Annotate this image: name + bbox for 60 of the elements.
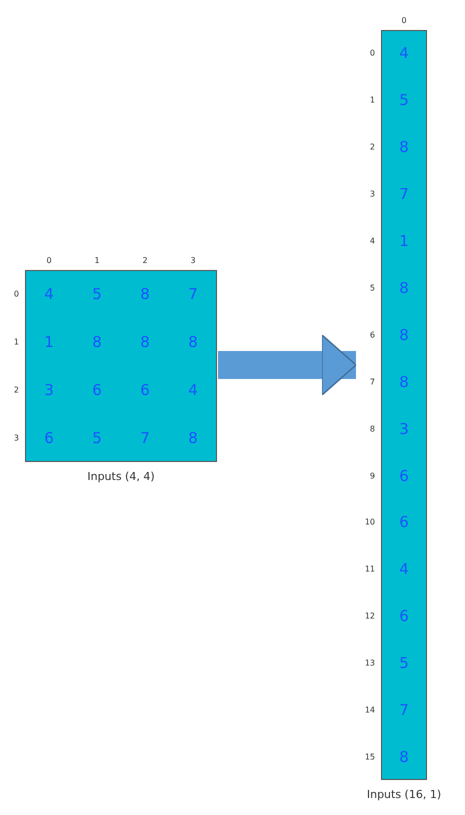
cell-value: 7 bbox=[188, 285, 198, 303]
cell-value: 6 bbox=[399, 607, 409, 626]
cell-value: 3 bbox=[44, 381, 54, 399]
cell-value: 4 bbox=[44, 285, 54, 303]
cell-value: 8 bbox=[399, 748, 409, 766]
axis-tick-label: 1 bbox=[94, 256, 100, 265]
axis-tick-label: 5 bbox=[368, 283, 375, 292]
axis-tick-label: 4 bbox=[368, 236, 375, 246]
block-arrow bbox=[218, 334, 357, 396]
cell-value: 7 bbox=[140, 429, 150, 447]
cell-value: 4 bbox=[399, 560, 409, 578]
axis-tick-label: 0 bbox=[12, 290, 19, 298]
axis-tick-label: 3 bbox=[12, 434, 19, 442]
cell-value: 5 bbox=[399, 91, 409, 110]
cell-value: 8 bbox=[140, 285, 150, 303]
axis-tick-label: 7 bbox=[368, 377, 375, 386]
axis-tick-label: 3 bbox=[368, 190, 375, 199]
axis-tick-label: 1 bbox=[12, 338, 19, 346]
cell-value: 8 bbox=[399, 138, 409, 156]
matrix-caption: Inputs (16, 1) bbox=[366, 788, 442, 801]
axis-tick-label: 14 bbox=[364, 706, 375, 715]
cell-value: 5 bbox=[92, 285, 102, 303]
cell-value: 8 bbox=[92, 333, 102, 351]
axis-tick-label: 2 bbox=[368, 142, 375, 152]
cell-value: 6 bbox=[44, 429, 54, 447]
matrix-caption: Inputs (4, 4) bbox=[87, 470, 155, 483]
cell-value: 4 bbox=[399, 44, 409, 62]
axis-tick-label: 11 bbox=[364, 564, 375, 574]
axis-tick-label: 2 bbox=[142, 256, 148, 265]
cell-value: 3 bbox=[399, 420, 409, 438]
cell-value: 1 bbox=[44, 333, 54, 351]
cell-value: 6 bbox=[399, 513, 409, 532]
cell-value: 5 bbox=[92, 429, 102, 447]
cell-value: 8 bbox=[188, 429, 198, 447]
axis-tick-label: 0 bbox=[46, 256, 52, 265]
cell-value: 1 bbox=[399, 232, 409, 250]
axis-tick-label: 8 bbox=[368, 424, 375, 434]
cell-value: 8 bbox=[399, 278, 409, 297]
axis-tick-label: 2 bbox=[12, 386, 19, 394]
axis-tick-label: 6 bbox=[368, 330, 375, 340]
cell-value: 8 bbox=[399, 326, 409, 344]
cell-value: 8 bbox=[188, 333, 198, 351]
cell-value: 7 bbox=[399, 185, 409, 204]
cell-value: 6 bbox=[399, 466, 409, 485]
axis-tick-label: 9 bbox=[368, 471, 375, 480]
cell-value: 5 bbox=[399, 654, 409, 672]
axis-tick-label: 15 bbox=[364, 752, 375, 762]
axis-tick-label: 12 bbox=[364, 612, 375, 621]
cell-value: 8 bbox=[399, 372, 409, 391]
axis-tick-label: 3 bbox=[190, 256, 196, 265]
cell-value: 7 bbox=[399, 701, 409, 720]
axis-tick-label: 13 bbox=[364, 658, 375, 668]
cell-value: 4 bbox=[188, 381, 198, 399]
axis-tick-label: 0 bbox=[368, 48, 375, 58]
cell-value: 6 bbox=[92, 381, 102, 399]
cell-value: 6 bbox=[140, 381, 150, 399]
cell-value: 8 bbox=[140, 333, 150, 351]
axis-tick-label: 10 bbox=[364, 518, 375, 527]
axis-tick-label: 1 bbox=[368, 96, 375, 105]
axis-tick-label: 0 bbox=[401, 16, 407, 25]
